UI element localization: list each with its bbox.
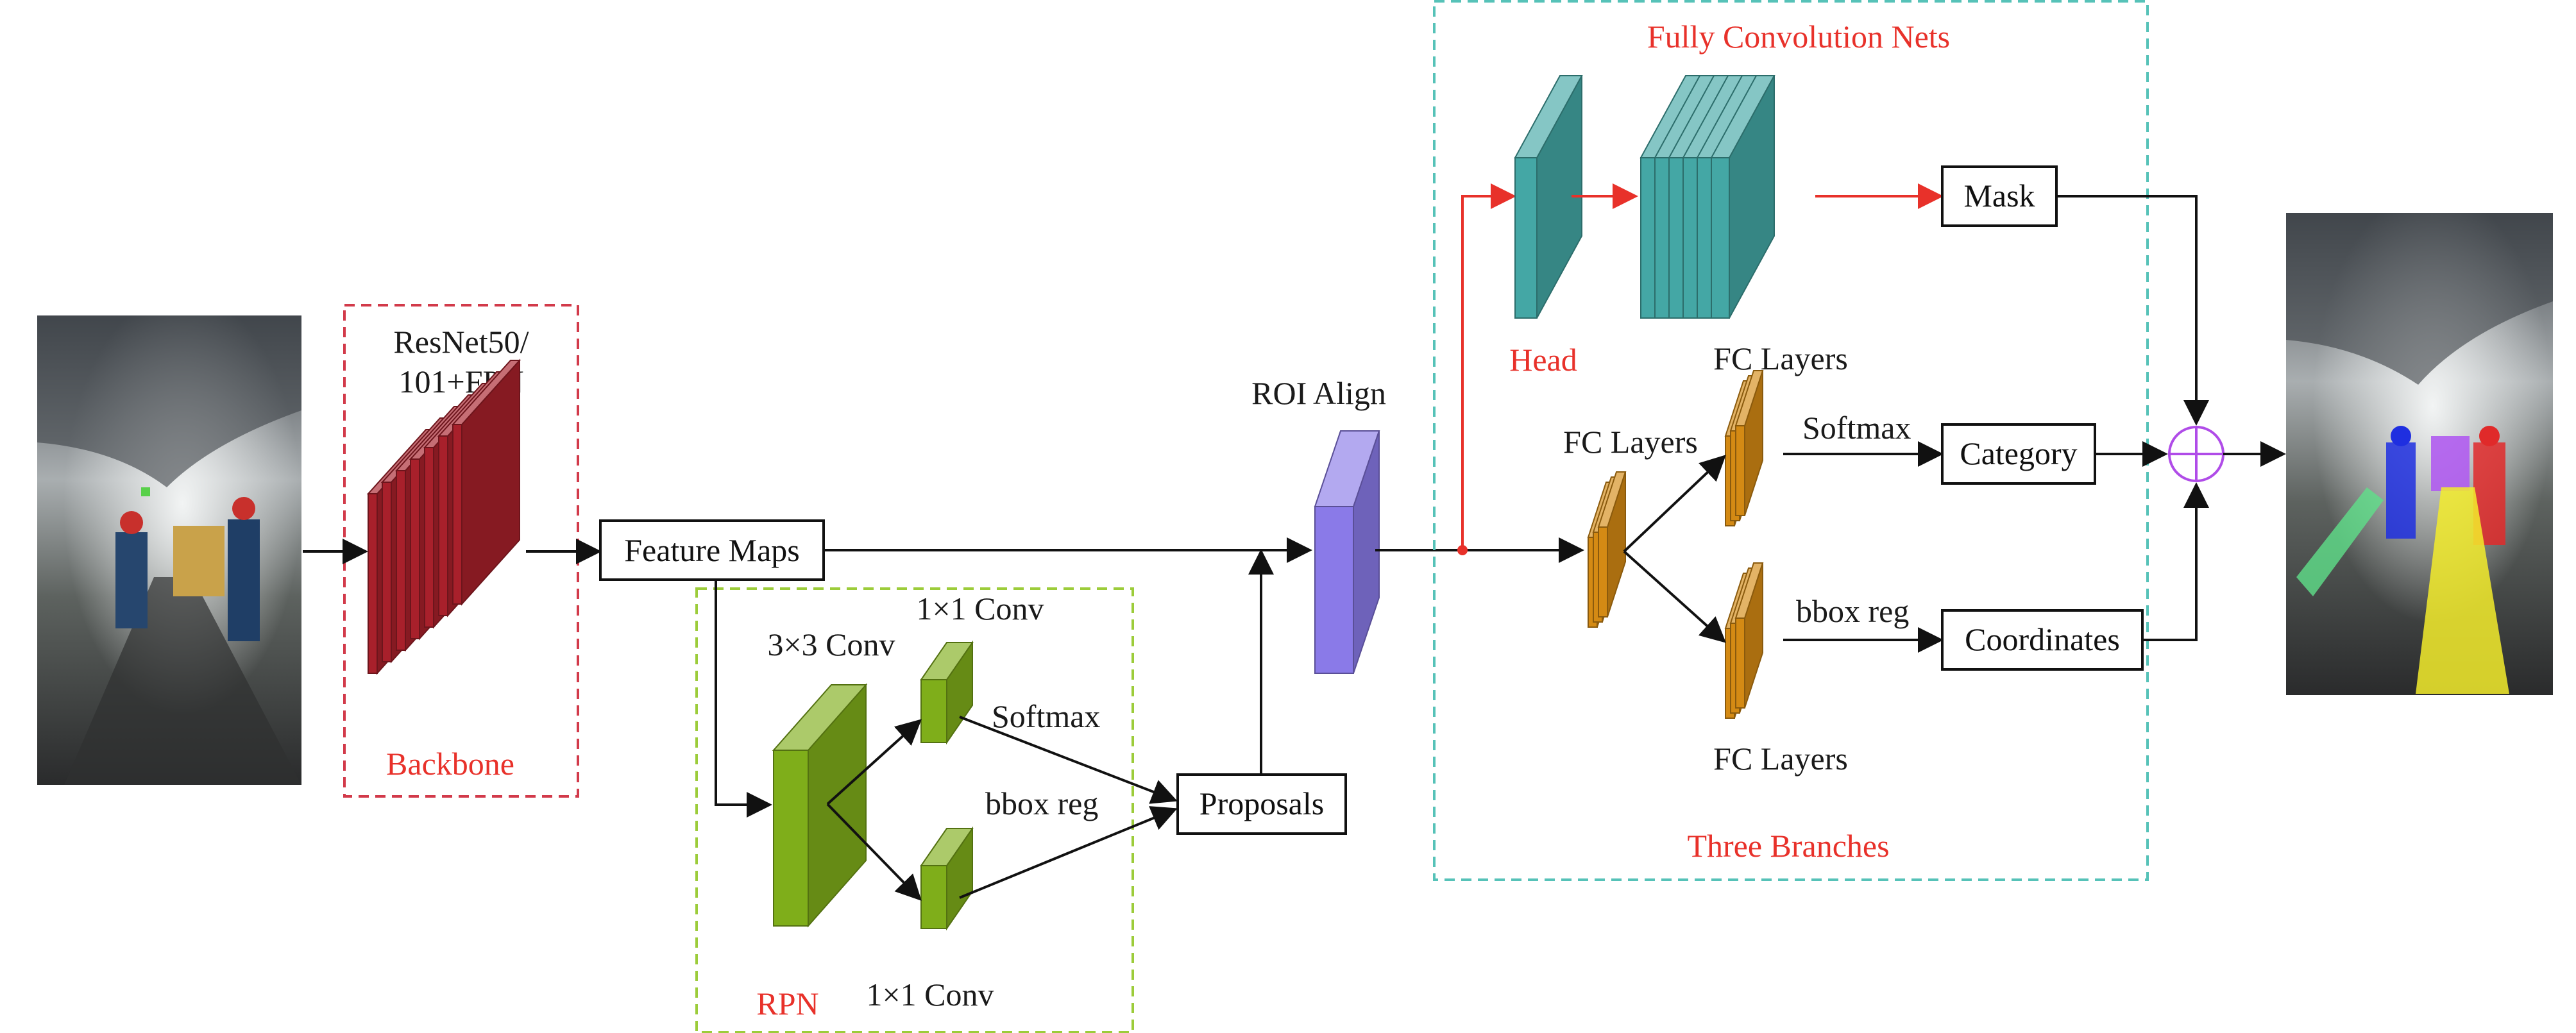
head-label: Head (1509, 342, 1577, 378)
proposals-label: Proposals (1199, 785, 1324, 821)
arrow-fc-bbox-branch (1623, 550, 1726, 643)
arrow-features-rpn (715, 580, 772, 818)
rpn-conv1-bottom-label: 1×1 Conv (866, 977, 994, 1012)
branch-bbox-label: bbox reg (1796, 593, 1909, 629)
fc-mask-layer (1710, 75, 1775, 319)
arrow-softmax-proposals (959, 716, 1178, 804)
rpn-label: RPN (756, 986, 818, 1021)
backbone-label: Backbone (386, 746, 514, 782)
arrow-coords-sum (2142, 482, 2209, 641)
input-image (37, 315, 301, 785)
arrow-mask-sum (2056, 195, 2209, 426)
rpn-conv1-top-layer (920, 640, 974, 745)
proposals-box (1176, 773, 1347, 835)
coordinates-label: Coordinates (1965, 621, 2120, 657)
fc-layers-mid-label: FC Layers (1563, 424, 1698, 460)
rpn-conv1-bottom-layer (920, 826, 974, 931)
fc-branch-layers (1587, 370, 1764, 719)
arrow-roi-head (1461, 183, 1516, 550)
fc-layers-bottom-label: FC Layers (1713, 741, 1848, 777)
coordinates-box (1941, 609, 2144, 671)
feature-maps-label: Feature Maps (624, 532, 800, 568)
arrow-bbox-proposals (959, 806, 1178, 899)
feature-maps-box (599, 519, 825, 581)
rpn-conv3-layer (772, 683, 868, 928)
backbone-layers (366, 358, 521, 675)
branches-title: Fully Convolution Nets (1647, 19, 1950, 55)
mask-box (1941, 165, 2058, 227)
rpn-bbox-label: bbox reg (985, 785, 1098, 821)
rpn-conv1-top-label: 1×1 Conv (916, 591, 1044, 626)
mask-branch-layers (1514, 75, 1775, 319)
branch-softmax-label: Softmax (1802, 410, 1911, 446)
fc-layers-top-label: FC Layers (1713, 340, 1848, 376)
fc-bbox-layer (1734, 562, 1764, 709)
roi-align-layer (1314, 430, 1380, 674)
arrow-conv3-conv1-bottom (826, 803, 922, 901)
category-label: Category (1960, 435, 2077, 471)
backbone-title-1: ResNet50/ (393, 324, 529, 360)
rpn-conv3-label: 3×3 Conv (767, 626, 895, 662)
arrow-conv3-conv1-top (826, 719, 922, 805)
arrow-fc-category-branch (1623, 455, 1726, 553)
circled-plus-icon (2168, 426, 2224, 482)
fc-category-layer (1734, 370, 1764, 516)
output-image (2286, 213, 2553, 695)
branches-footer: Three Branches (1687, 828, 1889, 864)
head-layer (1514, 75, 1583, 319)
roi-align-slab (1314, 430, 1380, 674)
rpn-softmax-label: Softmax (992, 698, 1100, 734)
rpn-layers (772, 640, 1178, 931)
fc-main-layer (1597, 471, 1627, 617)
roi-align-label: ROI Align (1251, 375, 1386, 411)
branches-group (1433, 0, 2149, 881)
rpn-group (695, 587, 1134, 1033)
backbone-layer (451, 358, 521, 606)
mask-label: Mask (1963, 178, 2035, 214)
